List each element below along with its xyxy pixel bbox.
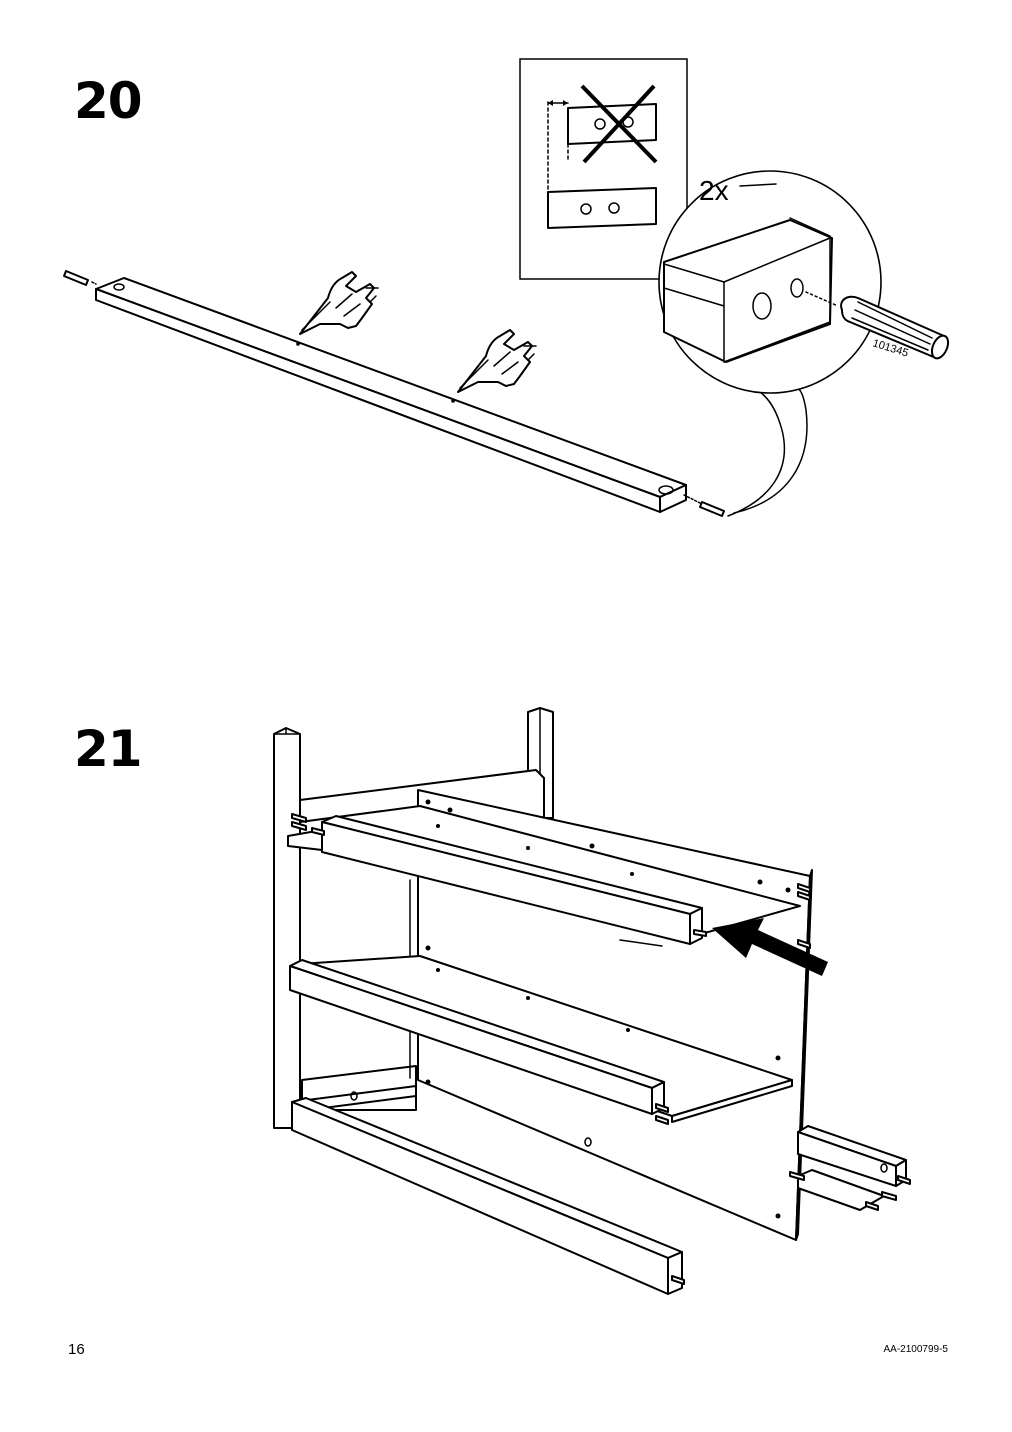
step-number-20: 20 bbox=[74, 72, 143, 130]
finger-pointing-icon bbox=[457, 329, 537, 393]
panel-edge-dowels bbox=[797, 883, 811, 949]
front-rail-top bbox=[287, 815, 707, 947]
insert-direction-arrow-icon bbox=[712, 918, 828, 976]
dowel-right bbox=[683, 494, 725, 517]
orientation-detail-box bbox=[519, 58, 688, 280]
rail-part bbox=[95, 277, 687, 513]
magnifier-callout bbox=[658, 170, 950, 517]
finger-pointing-icon bbox=[299, 271, 379, 335]
bottom-rail bbox=[291, 1085, 685, 1295]
page-number: 16 bbox=[68, 1341, 85, 1358]
dowel-left bbox=[63, 270, 97, 286]
wrong-cross-icon bbox=[580, 84, 658, 164]
step-20-illustration: 2x 101345 bbox=[63, 58, 950, 517]
quantity-label: 2x bbox=[699, 175, 729, 206]
left-post bbox=[273, 727, 301, 1129]
front-rail-middle bbox=[289, 959, 669, 1125]
step-21-illustration bbox=[273, 707, 911, 1295]
post-dowels bbox=[291, 813, 325, 836]
step-number-21: 21 bbox=[74, 720, 143, 778]
document-code: AA-2100799-5 bbox=[883, 1344, 949, 1355]
loose-rail-right bbox=[789, 1125, 911, 1211]
dowel-part-icon bbox=[840, 295, 950, 360]
